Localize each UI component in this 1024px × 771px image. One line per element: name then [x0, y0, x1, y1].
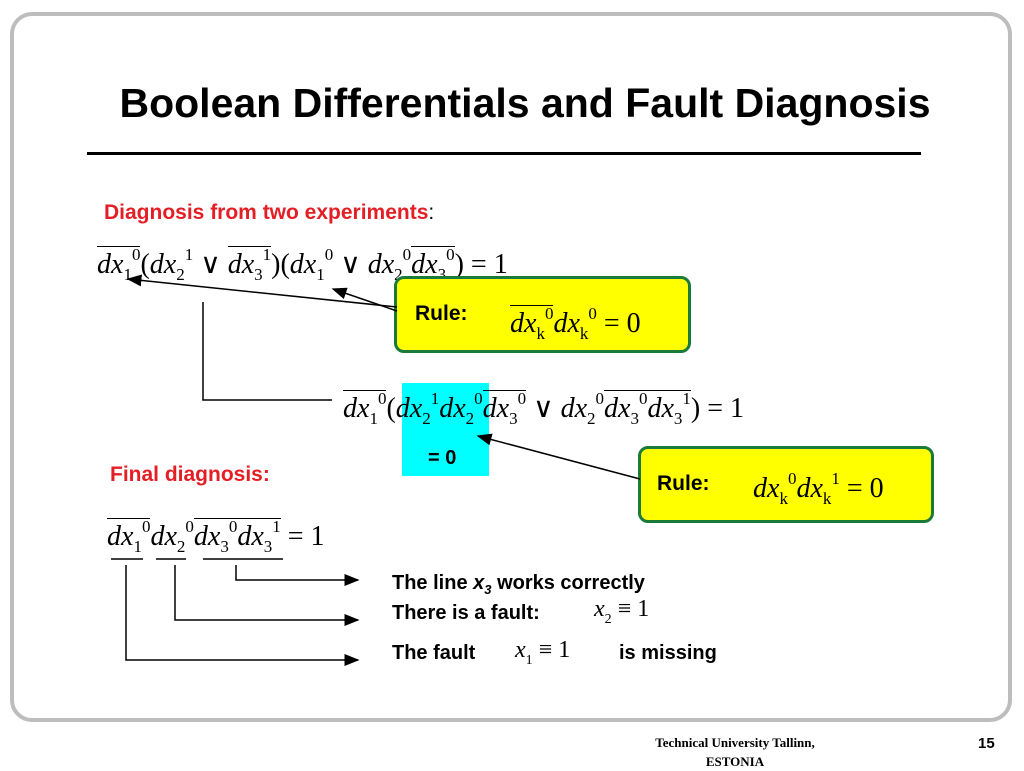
fault-expression: x2 ≡ 1 — [594, 596, 650, 627]
equation-experiments: dx10(dx21 ∨ dx31)(dx10 ∨ dx20dx30) = 1 — [97, 245, 508, 284]
arrow-line-works — [235, 565, 360, 586]
slide-title: Boolean Differentials and Fault Diagnosi… — [119, 80, 931, 126]
annotation-missing-prefix: The fault — [392, 642, 476, 664]
line-prefix: The line — [392, 572, 468, 594]
footer-line-2: ESTONIA — [705, 754, 765, 769]
rule-label-1: Rule: — [415, 302, 468, 325]
arrow-rule1-to-dx1 — [126, 274, 398, 308]
page-number: 15 — [978, 735, 995, 752]
arrow-rule1-to-dx2 — [331, 287, 398, 312]
arrow-fault-missing — [125, 565, 360, 666]
title-underline — [87, 152, 921, 155]
line-var-sub: 3 — [484, 582, 492, 597]
annotation-line-works: The line x3 works correctly — [392, 572, 645, 597]
heading-colon: : — [428, 201, 435, 224]
equation-final: dx10dx20dx30dx31 = 1 — [107, 517, 325, 556]
arrow-fault — [174, 565, 360, 626]
line-variable: x3 — [473, 572, 492, 597]
missing-expression: x1 ≡ 1 — [515, 637, 571, 668]
rule-box-1 — [394, 276, 691, 353]
slide-frame — [10, 12, 1012, 722]
rule-equation-1: dxk0dxk0 = 0 — [510, 304, 641, 343]
annotation-missing-suffix: is missing — [619, 642, 717, 664]
expansion-connector — [202, 302, 332, 401]
heading-text: Diagnosis from two experiments — [104, 201, 429, 224]
annotation-fault: There is a fault: — [392, 602, 540, 624]
section-heading-final-diagnosis: Final diagnosis: — [110, 463, 270, 486]
equals-zero-label: = 0 — [428, 447, 457, 469]
equation-expanded: dx10(dx21dx20dx30 ∨ dx20dx30dx31) = 1 — [343, 389, 745, 428]
line-suffix: works correctly — [497, 572, 645, 594]
arrow-rule2-to-term — [476, 433, 641, 480]
line-var-x: x — [473, 572, 485, 594]
rule-box-2 — [638, 446, 934, 523]
section-heading-two-experiments: Diagnosis from two experiments: — [104, 201, 434, 225]
highlight-product-term — [402, 383, 489, 476]
rule-equation-2: dxk0dxk1 = 0 — [753, 469, 884, 508]
footer-institution: Technical University Tallinn, ESTONIA — [600, 733, 870, 771]
rule-label-2: Rule: — [657, 472, 710, 495]
footer-line-1: Technical University Tallinn, — [655, 735, 815, 750]
